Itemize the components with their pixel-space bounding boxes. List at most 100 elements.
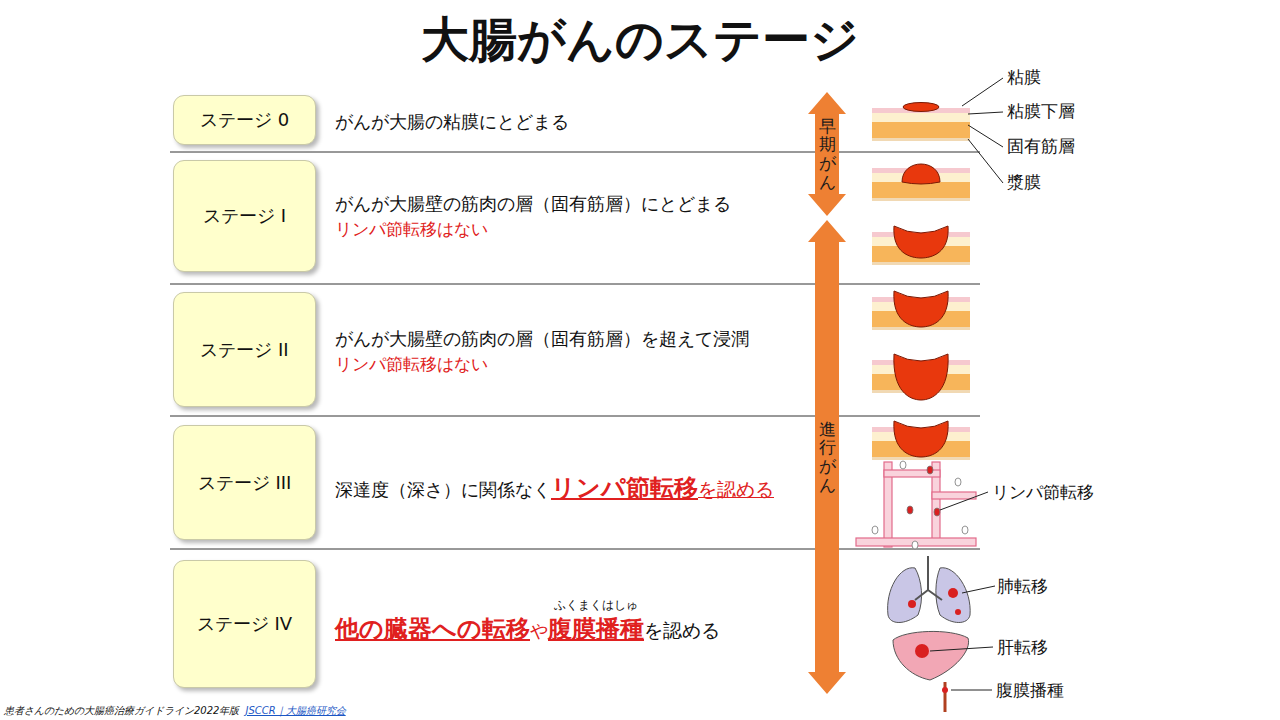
text-row: がんが大腸の粘膜にとどまる (335, 110, 569, 134)
tumor (894, 291, 948, 327)
tumor (902, 164, 940, 184)
stage-description: 腹膜播種 (548, 615, 644, 643)
stage-description: を認める (644, 619, 720, 641)
lymph-vessels (856, 461, 988, 549)
metastasis (948, 588, 958, 598)
text-row: リンパ節転移はない (335, 218, 488, 241)
arrow-shape (808, 220, 846, 694)
tumor (894, 354, 948, 400)
lymph-node (927, 466, 933, 474)
submucosa-layer (872, 113, 970, 122)
text-row: 腹膜播種 (996, 679, 1064, 702)
leader-line (968, 112, 1003, 114)
text-row: 漿膜 (1007, 171, 1041, 194)
text-row: 深達度（深さ）に関係なくリンパ節転移を認める (335, 472, 774, 504)
tumor (903, 103, 939, 112)
leader-line (962, 78, 1003, 106)
stage-description: がんが大腸の粘膜にとどまる (335, 111, 569, 132)
stage-box: ステージ III (173, 425, 316, 540)
stage-description: を認める (698, 478, 774, 500)
serosa-layer (872, 262, 970, 265)
tumor (894, 226, 948, 258)
stage-name: ステージ III (198, 471, 292, 495)
stage-box: ステージ IV (173, 560, 316, 688)
arrow-label: 進行がん (819, 420, 836, 495)
stage-description: リンパ節転移 (551, 474, 698, 502)
title: 大腸がんのステージ (0, 8, 1280, 72)
leader-line (962, 586, 995, 593)
lymph-node (907, 506, 913, 514)
tissue-illustrations (856, 78, 1003, 712)
text-row: リンパ節転移はない (335, 353, 488, 376)
leader-lines (962, 78, 1003, 183)
text-row: 固有筋層 (1007, 135, 1075, 158)
tumor (894, 421, 948, 457)
stage-description: リンパ節転移はない (335, 219, 488, 239)
lymph-node (955, 478, 961, 486)
row-separators (170, 152, 980, 549)
tissue-strip (872, 291, 970, 330)
part-label: 粘膜 (1007, 67, 1041, 87)
stage-name: ステージ 0 (200, 108, 289, 132)
text-row: リンパ節転移 (992, 481, 1094, 504)
stage-description: がんが大腸壁の筋肉の層（固有筋層）を超えて浸潤 (335, 328, 749, 349)
source-note: 患者さんのための大腸癌治療ガイドライン2022年版 (4, 705, 239, 716)
text-row: 肺転移 (997, 575, 1048, 598)
part-label: 腹膜播種 (996, 680, 1064, 700)
tissue-strip (872, 421, 970, 460)
stage-name: ステージ IV (197, 612, 292, 636)
text-row: 他の臓器への転移や腹膜播種を認める (335, 613, 720, 645)
source-note: JSCCR｜大腸癌研究会 (245, 705, 345, 716)
furigana: ふくまくはしゅ (554, 597, 638, 614)
serosa-layer (872, 198, 970, 201)
lymph-node (962, 526, 968, 534)
early-stage-arrow: 早期がん (808, 92, 846, 216)
text-row: 肝転移 (997, 636, 1048, 659)
text-row: がんが大腸壁の筋肉の層（固有筋層）を超えて浸潤 (335, 327, 749, 351)
peritoneum (944, 682, 947, 712)
liver (893, 631, 969, 680)
tissue-strip (872, 226, 970, 265)
row-separator (170, 549, 980, 550)
trachea (915, 556, 942, 600)
arrow-shape (808, 92, 846, 216)
tissue-strip (872, 354, 970, 400)
metastasis (942, 687, 948, 693)
stage-box: ステージ I (173, 160, 316, 272)
stage-description: 深達度（深さ）に関係なく (335, 479, 551, 500)
stage-description: や (530, 620, 548, 641)
muscle-layer (872, 122, 970, 138)
advanced-stage-arrow: 進行がん (808, 220, 846, 694)
stage-box: ステージ II (173, 292, 316, 407)
metastasis (908, 600, 916, 608)
leader-line (968, 139, 1003, 183)
stage-box: ステージ 0 (173, 95, 316, 145)
text-row: がんが大腸壁の筋肉の層（固有筋層）にとどまる (335, 192, 731, 216)
part-label: 粘膜下層 (1007, 101, 1075, 121)
leader-line (940, 492, 988, 510)
text-row: 患者さんのための大腸癌治療ガイドライン2022年版 JSCCR｜大腸癌研究会 (4, 699, 346, 718)
metastasis (915, 644, 929, 658)
part-label: 漿膜 (1007, 172, 1041, 192)
leader-line (930, 647, 993, 651)
stage-name: ステージ II (200, 338, 288, 362)
part-label: 肺転移 (997, 576, 1048, 596)
text-row: 粘膜 (1007, 66, 1041, 89)
row-separator (170, 152, 980, 153)
row-separator (170, 284, 980, 285)
lymph-node (912, 541, 918, 549)
lymph-node (934, 508, 940, 516)
tissue-strip (872, 164, 970, 201)
stage-name: ステージ I (203, 204, 286, 228)
arrow-label: 早期がん (819, 117, 836, 192)
lymph-node (872, 526, 878, 534)
lymph-node (900, 461, 906, 469)
stage-description: 他の臓器への転移 (335, 615, 530, 643)
stage-description: がんが大腸壁の筋肉の層（固有筋層）にとどまる (335, 193, 731, 214)
lung (936, 568, 970, 623)
part-label: リンパ節転移 (992, 482, 1094, 502)
part-label: 肝転移 (997, 637, 1048, 657)
leader-line (968, 125, 1003, 147)
leader-line (951, 690, 992, 691)
lungs (888, 556, 971, 623)
